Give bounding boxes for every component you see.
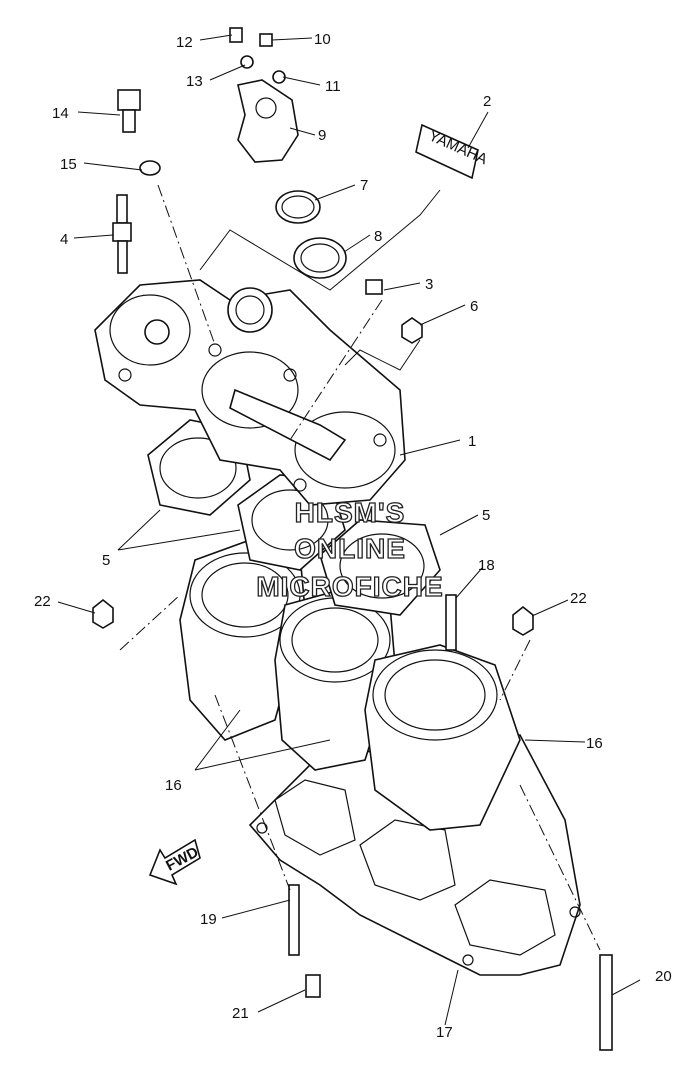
cylinder-front [364, 644, 521, 831]
callout-7: 7 [360, 177, 368, 194]
alignment-lines [119, 184, 601, 951]
callout-2: 2 [483, 93, 491, 110]
watermark-line-1: HLSM'S [295, 497, 406, 528]
callout-18: 18 [478, 557, 495, 574]
yamaha-decal: YAMAHA [415, 123, 490, 180]
callout-20: 20 [655, 968, 672, 985]
cylinder-head [94, 279, 406, 506]
callout-5b: 5 [482, 507, 490, 524]
small-fasteners [92, 27, 613, 1051]
callout-1: 1 [468, 433, 476, 450]
spark-plug [112, 194, 132, 274]
callout-13: 13 [186, 73, 203, 90]
callout-6: 6 [470, 298, 478, 315]
callout-16a: 16 [165, 777, 182, 794]
temperature-sensor [117, 89, 141, 133]
callout-8: 8 [374, 228, 382, 245]
callout-22a: 22 [34, 593, 51, 610]
callout-19: 19 [200, 911, 217, 928]
cylinder-rear [179, 539, 306, 741]
watermark-line-2: ONLINE [294, 533, 406, 564]
callout-numbers: 1 2 3 4 5 5 6 7 8 9 10 11 12 13 14 15 16… [34, 31, 672, 1041]
callout-3: 3 [425, 276, 433, 293]
thermostat-cover [237, 79, 299, 163]
callout-11: 11 [325, 78, 341, 95]
callout-12: 12 [176, 34, 193, 51]
callout-10: 10 [314, 31, 331, 48]
callout-4: 4 [60, 231, 68, 248]
cylinder-base-gasket [248, 734, 581, 976]
callout-21: 21 [232, 1005, 249, 1022]
forward-arrow-icon: FWD [148, 838, 201, 886]
callout-5a: 5 [102, 552, 110, 569]
gaskets-7-8 [275, 190, 347, 279]
callout-22b: 22 [570, 590, 587, 607]
callout-9: 9 [318, 127, 326, 144]
callout-14: 14 [52, 105, 69, 122]
callout-17: 17 [436, 1024, 453, 1041]
callout-16b: 16 [586, 735, 603, 752]
callout-leaders [57, 34, 641, 1026]
watermark: HLSM'S ONLINE MICROFICHE [256, 496, 444, 602]
callout-15: 15 [60, 156, 77, 173]
watermark-line-3: MICROFICHE [256, 571, 443, 602]
